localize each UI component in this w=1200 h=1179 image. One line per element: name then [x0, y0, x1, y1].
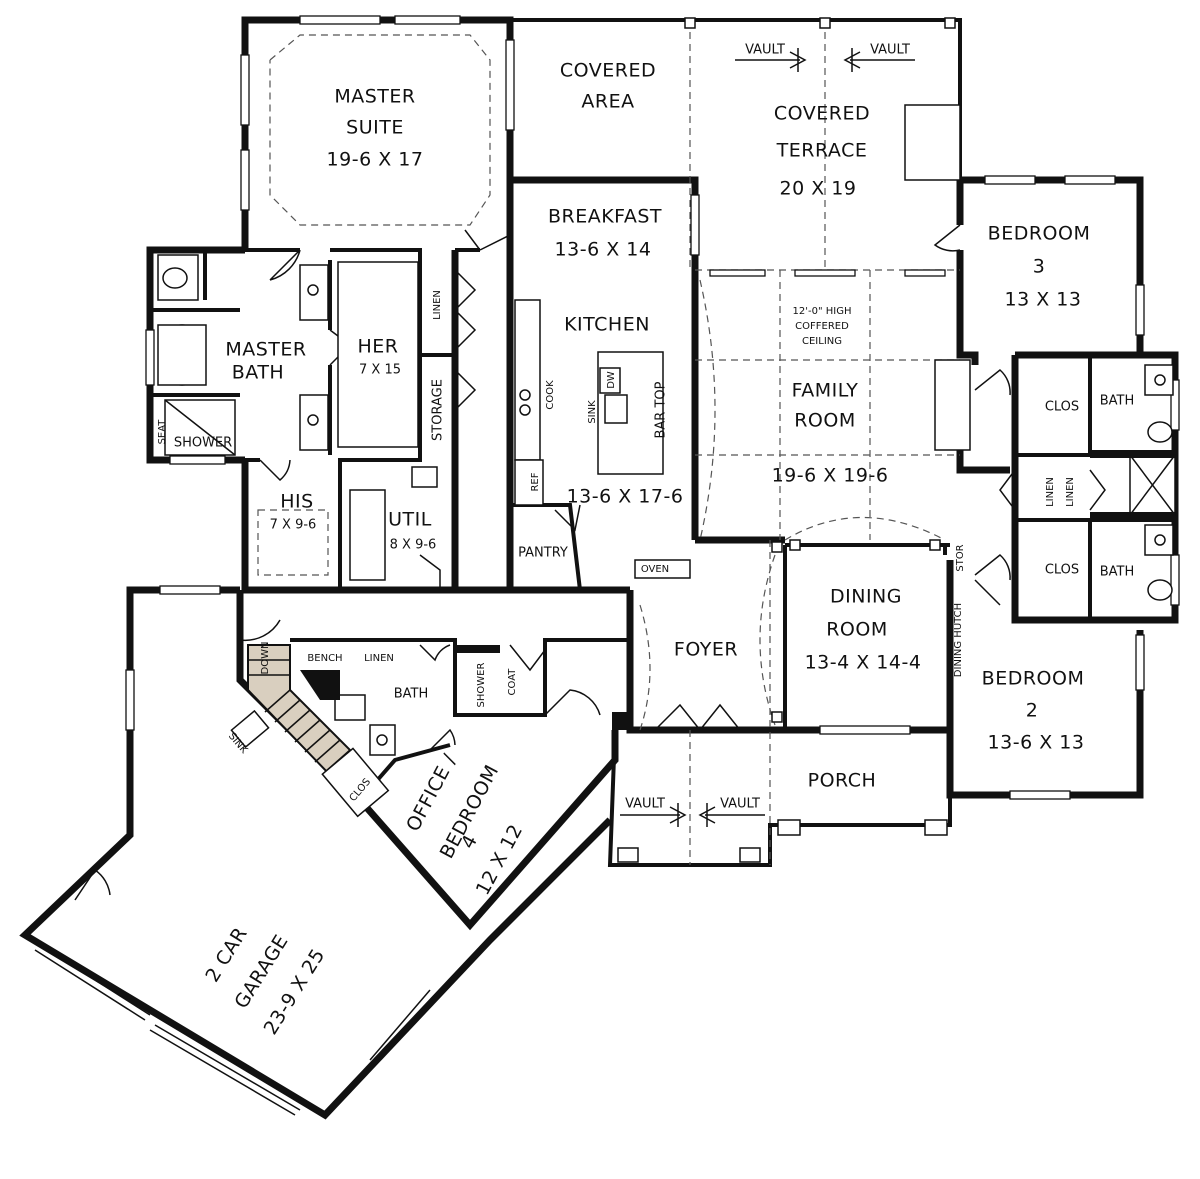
- bath-label-2: BATH: [1100, 565, 1135, 580]
- stor-label: STOR: [955, 544, 966, 571]
- cook-label: COOK: [545, 380, 556, 410]
- fixtures: [34, 17, 1176, 1116]
- bath-label-3: BATH: [394, 687, 429, 702]
- vault-arrows: [620, 48, 915, 827]
- master-suite-name-1: MASTER: [334, 86, 415, 108]
- ceiling-note-1: 12'-0" HIGH: [793, 306, 852, 317]
- dining-room-size: 13-4 X 14-4: [805, 652, 922, 674]
- oven-label: OVEN: [641, 564, 669, 575]
- master-suite-name-2: SUITE: [346, 117, 404, 139]
- vault-label-2: VAULT: [870, 43, 910, 58]
- shower-label: SHOWER: [174, 436, 232, 451]
- room-labels: MASTER SUITE 19-6 X 17 COVERED AREA VAUL…: [157, 43, 1134, 1039]
- foyer-name: FOYER: [674, 639, 738, 661]
- ceiling-note-2: COFFERED: [795, 321, 849, 332]
- coat-label: COAT: [507, 668, 518, 696]
- kitchen-size: 13-6 X 17-6: [567, 486, 684, 508]
- linen-label-stair: LINEN: [364, 653, 394, 664]
- ref-label: REF: [530, 472, 541, 491]
- master-bath-name-2: BATH: [232, 362, 284, 384]
- her-name: HER: [358, 336, 399, 358]
- master-suite-size: 19-6 X 17: [327, 149, 424, 171]
- kitchen-name: KITCHEN: [564, 314, 650, 336]
- down-label: DOWN: [260, 642, 271, 675]
- garage-name-1: 2 CAR: [201, 923, 252, 986]
- ceiling-note-3: CEILING: [802, 336, 842, 347]
- seat-label: SEAT: [157, 419, 168, 445]
- dining-hutch-label: DINING HUTCH: [953, 603, 964, 677]
- bedroom-2-name-1: BEDROOM: [982, 668, 1085, 690]
- bedroom-3-size: 13 X 13: [1005, 289, 1082, 311]
- vault-label-1: VAULT: [745, 43, 785, 58]
- interior-walls: [150, 248, 947, 730]
- family-room-name-2: ROOM: [794, 410, 856, 432]
- bench-label: BENCH: [307, 653, 342, 664]
- bedroom-2-size: 13-6 X 13: [988, 732, 1085, 754]
- shower-label-2: SHOWER: [476, 663, 487, 708]
- linen-label-2: LINEN: [1045, 477, 1056, 507]
- covered-area-name-1: COVERED: [560, 60, 656, 82]
- clos-label-1: CLOS: [1045, 400, 1079, 415]
- storage-label: STORAGE: [431, 379, 446, 441]
- clos-label-2: CLOS: [1045, 563, 1079, 578]
- family-room-name-1: FAMILY: [792, 380, 859, 402]
- vault-label-4: VAULT: [720, 797, 760, 812]
- dining-room-name-1: DINING: [830, 586, 902, 608]
- master-bath-name-1: MASTER: [225, 339, 306, 361]
- util-size: 8 X 9-6: [390, 538, 437, 553]
- staircase: [247, 644, 390, 818]
- linen-label-master: LINEN: [432, 290, 443, 320]
- doors: [74, 224, 1106, 901]
- covered-terrace-name-2: TERRACE: [776, 140, 868, 162]
- bedroom-2-name-2: 2: [1026, 700, 1039, 722]
- her-size: 7 X 15: [359, 363, 401, 378]
- bar-top-label: BAR TOP: [654, 381, 669, 438]
- linen-label-3: LINEN: [1065, 477, 1076, 507]
- bath-label-1: BATH: [1100, 394, 1135, 409]
- family-room-size: 19-6 X 19-6: [772, 465, 889, 487]
- covered-terrace-name-1: COVERED: [774, 103, 870, 125]
- his-name: HIS: [280, 491, 313, 513]
- util-name: UTIL: [388, 509, 432, 531]
- dw-label: DW: [606, 371, 617, 389]
- breakfast-name: BREAKFAST: [548, 206, 662, 228]
- windows: [125, 15, 1180, 800]
- bedroom-3-name-2: 3: [1033, 256, 1046, 278]
- vault-label-3: VAULT: [625, 797, 665, 812]
- pantry-label: PANTRY: [518, 546, 568, 561]
- covered-terrace-size: 20 X 19: [780, 178, 857, 200]
- covered-area-name-2: AREA: [581, 91, 634, 113]
- sink-label: SINK: [587, 400, 598, 424]
- dining-room-name-2: ROOM: [826, 619, 888, 641]
- bedroom-3-name-1: BEDROOM: [988, 223, 1091, 245]
- breakfast-size: 13-6 X 14: [555, 239, 652, 261]
- porch-name: PORCH: [808, 770, 877, 792]
- his-size: 7 X 9-6: [270, 518, 317, 533]
